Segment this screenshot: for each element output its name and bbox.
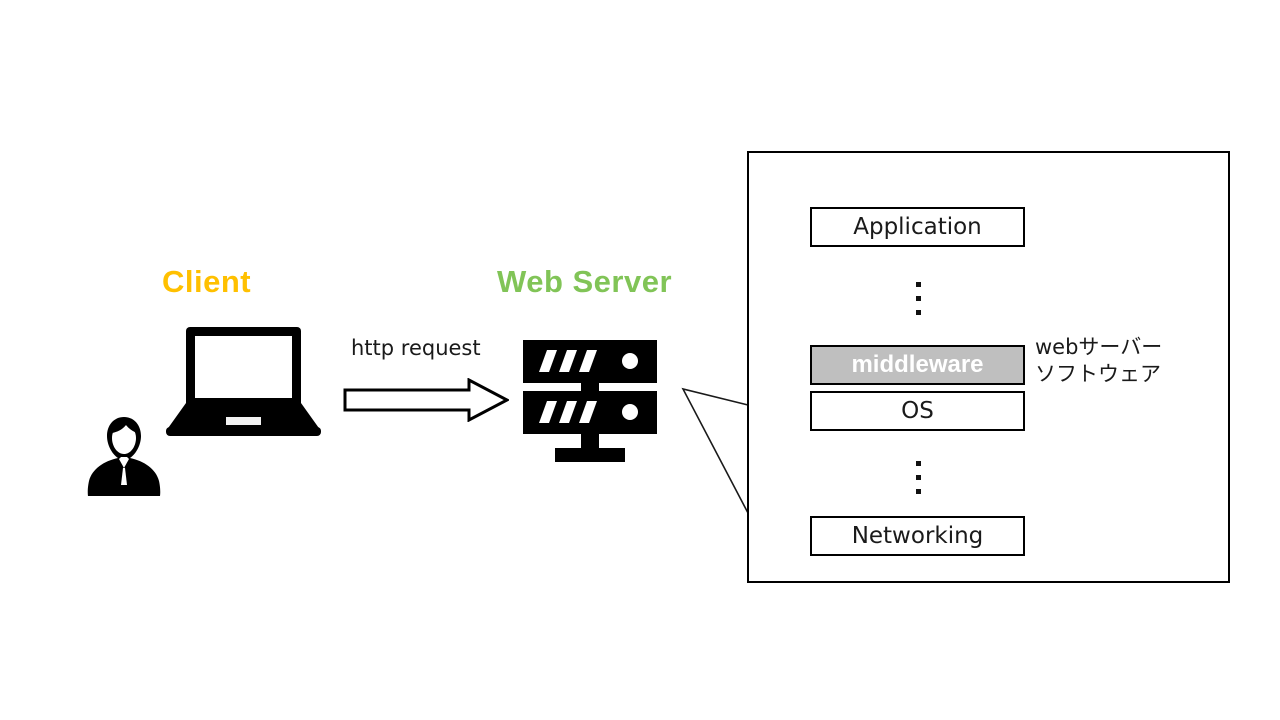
annotation-line-2: ソフトウェア	[1035, 362, 1161, 386]
annotation-line-1: webサーバー	[1035, 335, 1163, 359]
vertical-ellipsis-icon-upper	[914, 282, 923, 315]
stack-layer-os[interactable]: OS	[810, 391, 1025, 431]
web-server-title: Web Server	[497, 264, 673, 299]
server-rack-icon	[523, 340, 657, 462]
middleware-annotation: webサーバー ソフトウェア	[1035, 334, 1162, 388]
stack-layer-application[interactable]: Application	[810, 207, 1025, 247]
stack-layer-networking[interactable]: Networking	[810, 516, 1025, 556]
client-title: Client	[162, 264, 252, 299]
person-silhouette-icon	[87, 417, 161, 496]
http-request-label: http request	[351, 336, 481, 360]
vertical-ellipsis-icon-lower	[914, 461, 923, 494]
callout-connector-lines	[681, 387, 749, 514]
laptop-icon	[166, 327, 321, 436]
right-block-arrow-icon	[343, 378, 509, 422]
stack-layer-middleware[interactable]: middleware	[810, 345, 1025, 385]
